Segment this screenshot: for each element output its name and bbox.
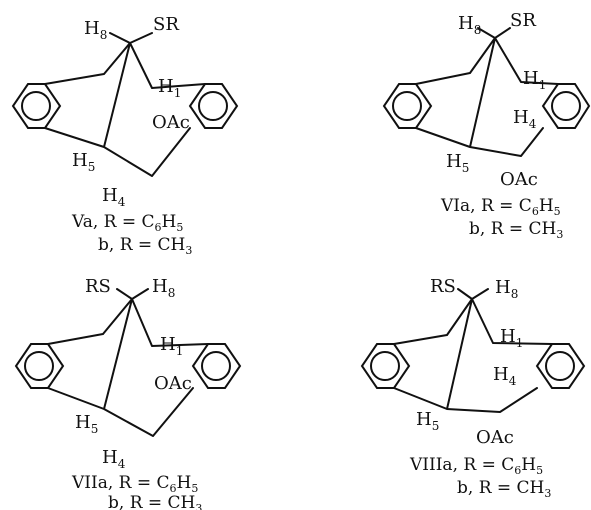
atom-label-oac: OAc — [152, 112, 190, 133]
left-aromatic-circle — [24, 351, 54, 381]
atom-label-rs: RS — [430, 276, 456, 297]
right-aromatic-circle — [545, 351, 575, 381]
left-aromatic-circle — [21, 91, 51, 121]
structure-viiia — [360, 288, 586, 413]
skeleton-bonds — [44, 32, 206, 177]
atom-label-h4: H4 — [513, 107, 537, 131]
atom-label-h5: H5 — [75, 412, 98, 436]
atom-label-h4: H4 — [493, 364, 517, 388]
atom-label-oac: OAc — [500, 169, 538, 190]
left-benzene-ring — [382, 83, 433, 129]
atom-label-h1: H1 — [500, 326, 523, 350]
atom-label-h4: H4 — [102, 185, 126, 209]
atom-label-h8: H8 — [152, 276, 175, 300]
atom-label-h5: H5 — [416, 409, 439, 433]
atom-label-h5: H5 — [72, 150, 95, 174]
atom-label-h5: H5 — [446, 151, 469, 175]
right-aromatic-circle — [198, 91, 228, 121]
right-benzene-ring — [188, 83, 239, 129]
atom-label-h8: H8 — [84, 18, 107, 42]
caption-line-1: VIIa, R = C6H5 — [71, 473, 198, 495]
atom-label-h8: H8 — [458, 13, 481, 37]
atom-label-h1: H1 — [160, 334, 183, 358]
left-benzene-ring — [360, 343, 411, 389]
right-benzene-ring — [541, 83, 591, 129]
caption-line-2: b, R = CH3 — [469, 219, 563, 241]
atom-label-sr: SR — [153, 14, 179, 35]
atom-label-h8: H8 — [495, 277, 518, 301]
left-benzene-ring — [14, 343, 65, 389]
atom-label-h1: H1 — [158, 76, 181, 100]
caption-line-2: b, R = CH3 — [98, 235, 192, 257]
atom-label-h4: H4 — [102, 447, 126, 471]
atom-label-oac: OAc — [476, 427, 514, 448]
atom-label-oac: OAc — [154, 373, 192, 394]
left-aromatic-circle — [392, 91, 422, 121]
right-benzene-ring — [191, 343, 242, 389]
compound-via: H8 SR H1 H4 H5 OAc VIa, R = C6H5 b, R = … — [382, 10, 591, 241]
skeleton-bonds — [47, 288, 209, 437]
atom-label-sr: SR — [510, 10, 536, 31]
caption-line-2: b, R = CH3 — [457, 478, 551, 500]
structure-via — [382, 27, 591, 157]
structure-viia — [14, 288, 242, 437]
caption-line-1: Va, R = C6H5 — [71, 212, 183, 234]
compound-viiia: RS H8 H1 H4 H5 OAc VIIIa, R = C6H5 b, R … — [360, 276, 586, 500]
left-aromatic-circle — [370, 351, 400, 381]
compound-viia: RS H8 H1 OAc H5 H4 VIIa, R = C6H5 b, R =… — [14, 276, 242, 510]
caption-line-1: VIIIa, R = C6H5 — [409, 455, 543, 477]
caption-line-2: b, R = CH3 — [108, 493, 202, 510]
right-aromatic-circle — [551, 91, 581, 121]
skeleton-bonds — [415, 27, 559, 157]
skeleton-bonds — [393, 288, 553, 413]
atom-label-h1: H1 — [523, 68, 546, 92]
right-aromatic-circle — [201, 351, 231, 381]
compound-va: H8 SR H1 OAc H5 H4 Va, R = C6H5 b, R = C… — [11, 14, 239, 257]
structure-va — [11, 32, 239, 177]
left-benzene-ring — [11, 83, 62, 129]
right-benzene-ring — [535, 343, 586, 389]
atom-label-rs: RS — [85, 276, 111, 297]
caption-line-1: VIa, R = C6H5 — [440, 196, 561, 218]
